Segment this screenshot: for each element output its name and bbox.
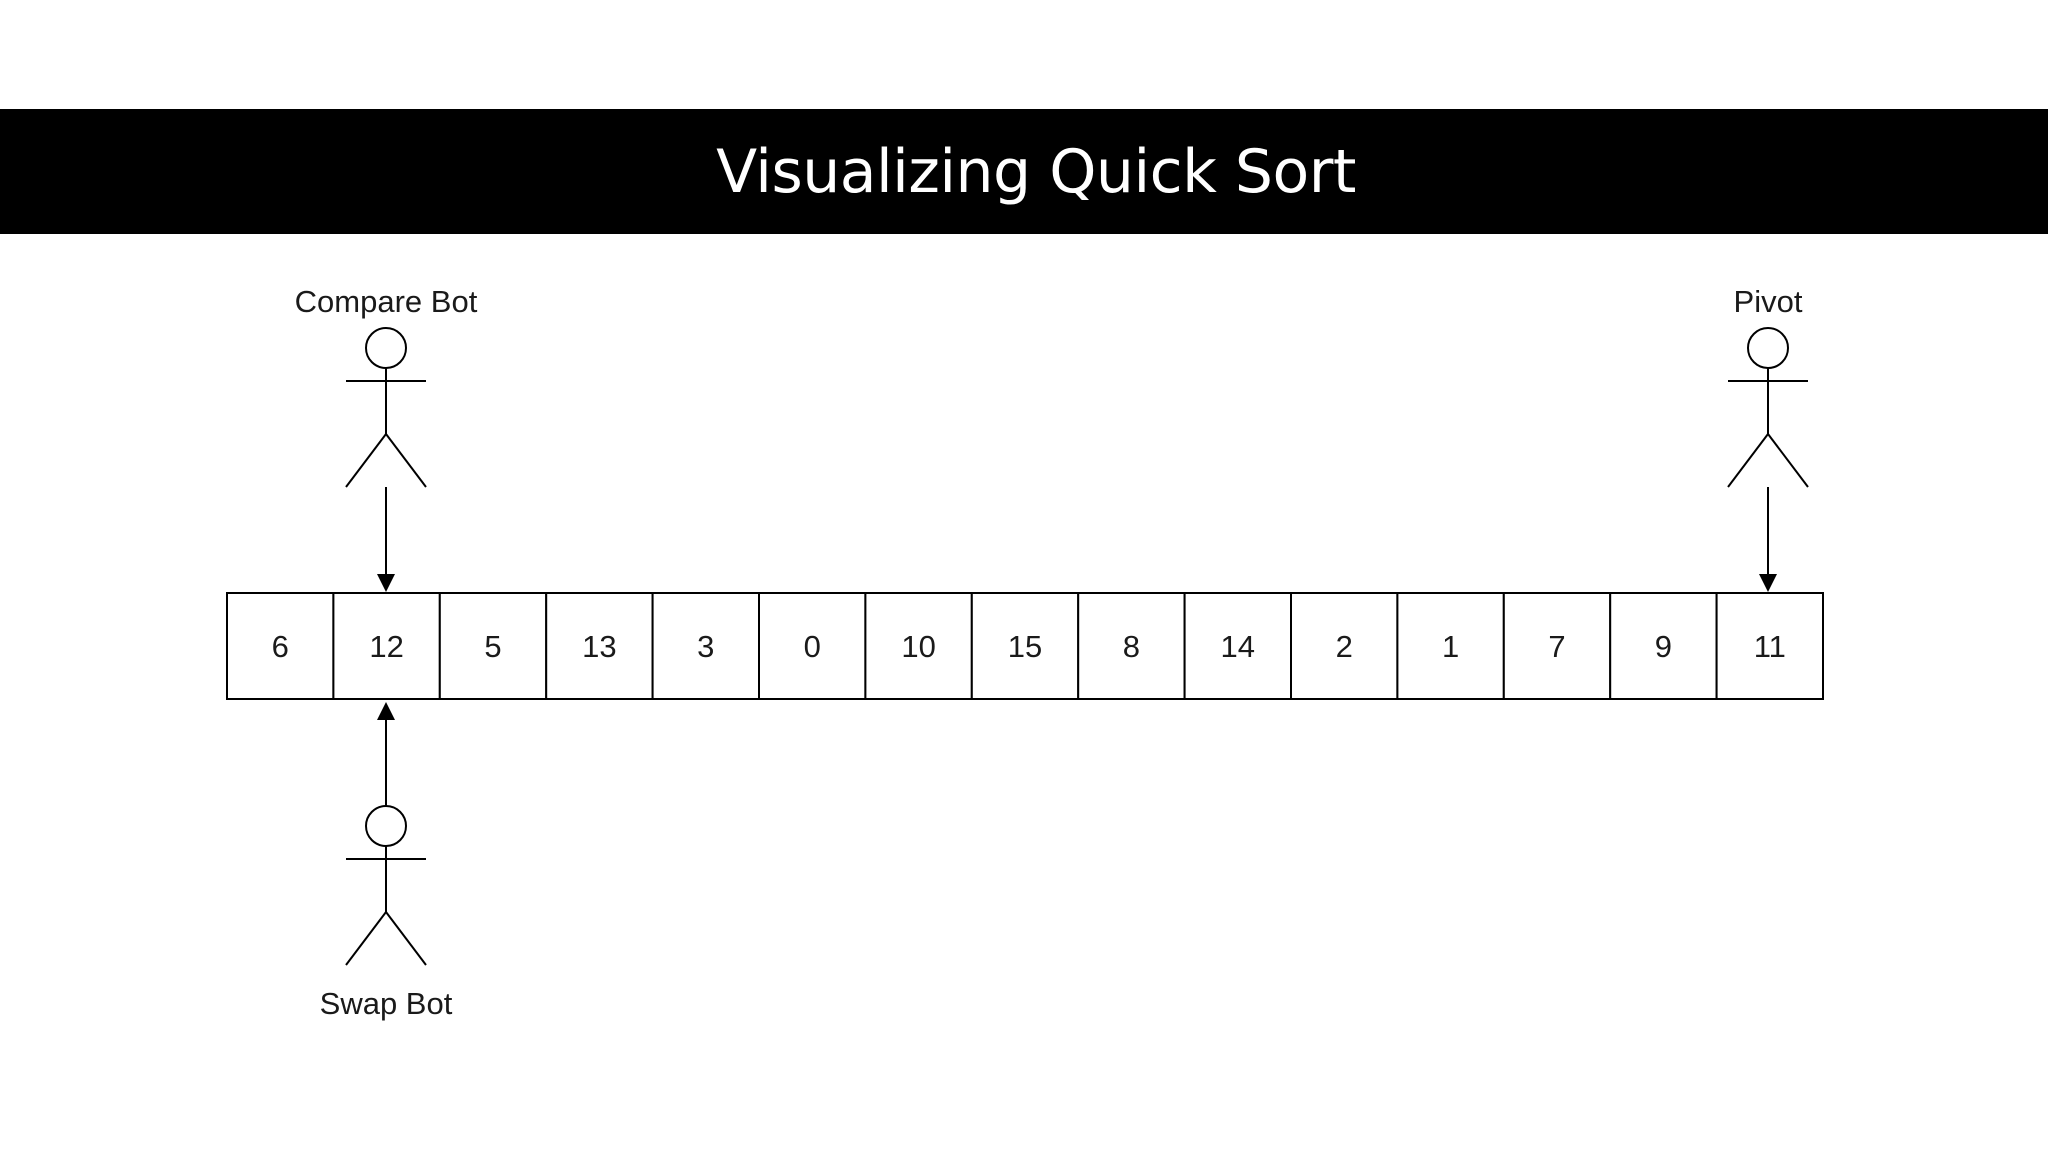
array-cell: 5 — [438, 592, 548, 700]
array-cell-box — [226, 592, 335, 700]
swap-bot-label: Swap Bot — [320, 986, 453, 1021]
array-cell: 14 — [1183, 592, 1292, 700]
array-cell: 7 — [1502, 592, 1612, 700]
array-cell-value: 15 — [1008, 629, 1042, 664]
array-cell: 15 — [970, 592, 1080, 700]
array-cell-value: 11 — [1754, 629, 1786, 664]
compare-bot-label: Compare Bot — [295, 284, 478, 319]
array-cell-value: 1 — [1442, 629, 1459, 664]
array-cell-value: 0 — [804, 629, 821, 664]
array-cell: 9 — [1609, 592, 1718, 700]
array-cell-box — [864, 592, 973, 700]
pivot-actor: Pivot — [1727, 284, 1809, 592]
array-cell-value: 5 — [484, 629, 501, 664]
array-cell-value: 14 — [1221, 629, 1255, 664]
array-cell-box — [545, 592, 654, 700]
compare-bot-actor: Compare Bot — [295, 284, 478, 592]
array-cell-box — [1183, 592, 1292, 700]
array-cell-value: 3 — [697, 629, 714, 664]
swap-bot-actor: Swap Bot — [320, 702, 453, 1021]
compare-bot-figure-icon — [345, 327, 427, 488]
array-cell: 1 — [1396, 592, 1505, 700]
page-title: Visualizing Quick Sort — [716, 136, 1356, 207]
array-cell-value: 8 — [1123, 629, 1140, 664]
array-cell-box — [1715, 592, 1824, 700]
array-cell-value: 6 — [272, 629, 289, 664]
array-cell: 0 — [758, 592, 867, 700]
array: 6 12 5 13 3 0 10 15 8 14 2 1 7 9 11 — [226, 592, 1824, 700]
array-cell: 6 — [226, 592, 335, 700]
array-cell-value: 10 — [901, 629, 935, 664]
array-cell-box — [1290, 592, 1399, 700]
array-cell: 12 — [332, 592, 441, 700]
array-cell: 10 — [864, 592, 973, 700]
title-bar: Visualizing Quick Sort — [0, 109, 2048, 234]
array-cell-box — [1396, 592, 1505, 700]
array-cell-box — [970, 592, 1080, 700]
array-cell: 3 — [651, 592, 760, 700]
pivot-figure-icon — [1727, 327, 1809, 488]
swap-bot-arrow — [377, 702, 395, 806]
array-cell-box — [1077, 592, 1186, 700]
array-cell-value: 13 — [582, 629, 616, 664]
array-cell: 2 — [1290, 592, 1399, 700]
swap-bot-figure-icon — [345, 805, 427, 966]
array-cell-box — [651, 592, 760, 700]
array-cell-box — [1609, 592, 1718, 700]
array-cell: 8 — [1077, 592, 1186, 700]
pivot-arrow — [1759, 487, 1777, 592]
array-cell-box — [1502, 592, 1612, 700]
array-cell: 11 — [1715, 592, 1824, 700]
pivot-label: Pivot — [1734, 284, 1803, 319]
array-cell-value: 2 — [1336, 629, 1353, 664]
array-cell-value: 7 — [1548, 629, 1565, 664]
array-cell-value: 12 — [369, 629, 403, 664]
compare-bot-arrow — [377, 487, 395, 592]
array-cell: 13 — [545, 592, 654, 700]
array-cell-value: 9 — [1655, 629, 1672, 664]
array-cell-box — [758, 592, 867, 700]
